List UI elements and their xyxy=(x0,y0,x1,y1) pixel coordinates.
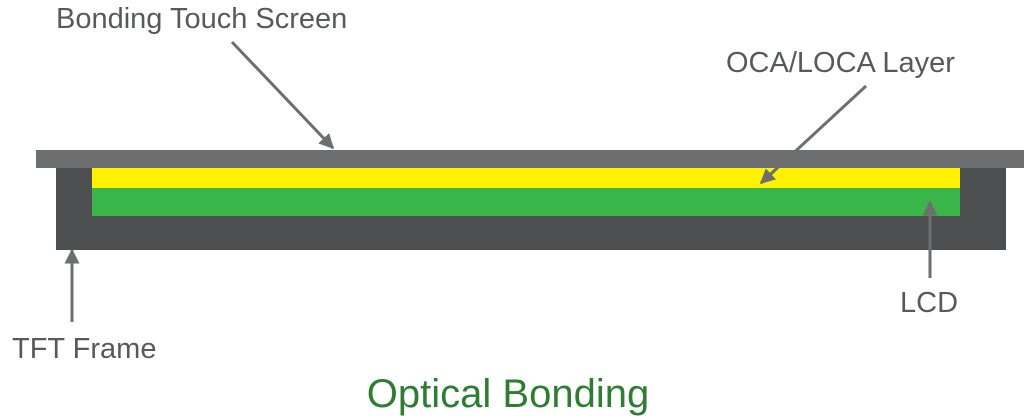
label-tft-frame: TFT Frame xyxy=(12,333,156,365)
arrow-oca-layer xyxy=(759,84,868,185)
label-touch-screen: Bonding Touch Screen xyxy=(56,3,347,35)
arrow-touch-screen xyxy=(230,40,335,150)
touch-screen-layer xyxy=(36,150,1024,168)
diagram-title: Optical Bonding xyxy=(367,372,649,416)
label-oca-layer: OCA/LOCA Layer xyxy=(726,47,955,79)
label-lcd: LCD xyxy=(900,287,958,319)
oca-loca-layer xyxy=(92,168,960,188)
lcd-layer xyxy=(92,188,960,216)
